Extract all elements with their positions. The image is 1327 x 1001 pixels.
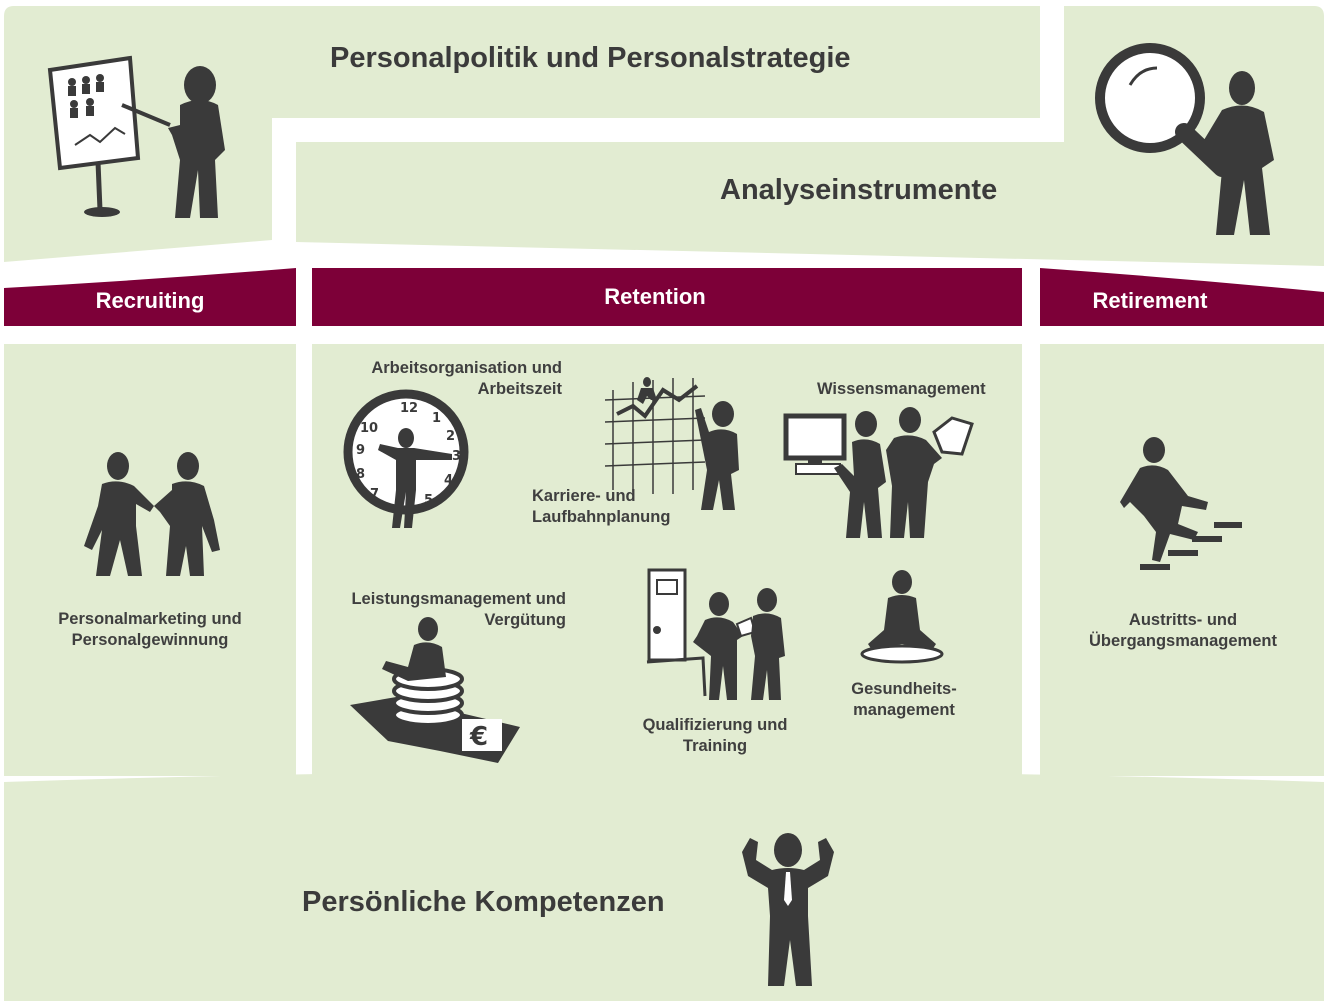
presenter-flipchart-icon — [47, 55, 225, 218]
person-magnifier-icon — [1095, 43, 1274, 235]
competence-title: Persönliche Kompetenzen — [302, 886, 665, 918]
policy-panel — [4, 6, 1040, 262]
policy-title: Personalpolitik und Personalstrategie — [330, 42, 851, 74]
retention-bar — [312, 268, 1022, 326]
recruiting-title: Recruiting — [95, 288, 205, 313]
retirement-label: Austritts- und Übergangsmanagement — [1089, 611, 1277, 650]
label-leistung: Leistungsmanagement und Vergütung — [351, 590, 566, 629]
analysis-panel — [296, 6, 1324, 266]
label-qualifizierung: Qualifizierung und Training — [642, 716, 788, 755]
training-workshop-icon — [646, 568, 785, 700]
career-chart-icon — [605, 377, 739, 510]
svg-text:2: 2 — [446, 429, 455, 444]
label-karriere: Karriere- und Laufbahnplanung — [532, 487, 671, 526]
retirement-bar — [1040, 268, 1324, 326]
svg-text:7: 7 — [370, 487, 379, 502]
clock-person-icon: 12 12 3 45 78 9 10 — [343, 389, 469, 528]
svg-text:3: 3 — [452, 449, 461, 464]
retirement-title: Retirement — [1092, 288, 1208, 313]
svg-text:5: 5 — [424, 493, 433, 508]
svg-text:1: 1 — [432, 411, 441, 426]
svg-text:4: 4 — [444, 473, 453, 488]
recruiting-label: Personalmarketing und Personalgewinnung — [58, 610, 242, 649]
svg-text:12: 12 — [400, 401, 418, 416]
handshake-icon — [84, 452, 220, 576]
analysis-title: Analyseinstrumente — [720, 174, 998, 206]
recruiting-panel — [4, 344, 296, 776]
meditation-icon — [860, 570, 944, 664]
svg-text:8: 8 — [356, 467, 365, 482]
svg-text:10: 10 — [360, 421, 378, 436]
coins-money-icon: € — [350, 617, 520, 763]
competence-panel — [4, 771, 1324, 1001]
computer-team-icon — [783, 407, 974, 538]
recruiting-bar — [4, 268, 296, 326]
strong-man-icon — [742, 833, 834, 986]
stairs-climber-icon — [1120, 437, 1242, 570]
label-gesundheit: Gesundheits- management — [851, 680, 957, 719]
label-arbeitsorganisation: Arbeitsorganisation und Arbeitszeit — [371, 359, 562, 398]
retention-title: Retention — [604, 284, 706, 309]
svg-text:9: 9 — [356, 443, 365, 458]
label-wissen: Wissensmanagement — [817, 380, 986, 398]
retirement-panel — [1040, 344, 1324, 776]
svg-text:€: € — [469, 722, 488, 752]
